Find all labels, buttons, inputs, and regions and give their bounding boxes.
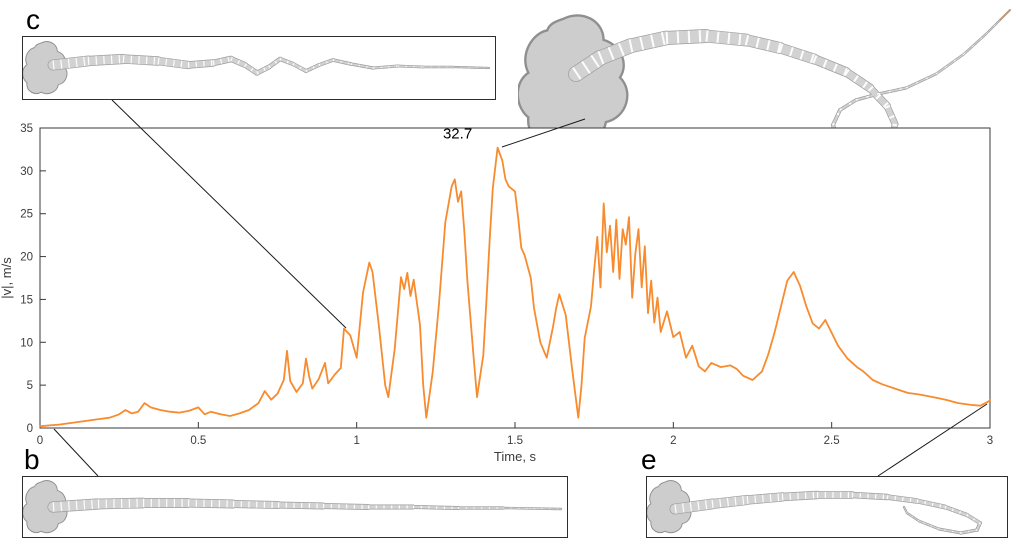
y-tick-label: 30 xyxy=(20,166,33,178)
tail-segment xyxy=(243,63,259,75)
tail-segment xyxy=(838,98,858,112)
tail-segment xyxy=(228,56,248,68)
vertebra-joints xyxy=(665,29,707,45)
tail-segment xyxy=(119,55,162,65)
tail-segment xyxy=(743,493,786,504)
y-axis-label: |v|, m/s xyxy=(0,257,14,299)
x-tick-label: 0.5 xyxy=(190,435,206,447)
vertebra-joints xyxy=(960,529,978,534)
tail-segment xyxy=(831,108,842,127)
tail-segment xyxy=(935,53,965,75)
tail-segment xyxy=(267,57,282,69)
y-tick-label: 35 xyxy=(20,123,33,135)
panel-label-c: c xyxy=(26,4,40,35)
tail-segment xyxy=(965,513,982,525)
x-tick-label: 2 xyxy=(670,435,676,447)
tail-segment xyxy=(93,498,148,509)
x-axis-label: Time, s xyxy=(494,449,537,464)
tail-segment xyxy=(452,66,490,69)
tail-segment xyxy=(943,505,969,517)
tail-segment xyxy=(275,502,326,509)
tail-segment xyxy=(350,63,374,69)
y-tick-label: 20 xyxy=(20,252,33,264)
y-tick-label: 5 xyxy=(27,380,33,392)
tail-segment xyxy=(775,43,819,64)
tail-segment xyxy=(229,500,282,509)
tail-segment xyxy=(411,505,460,510)
tail-segment xyxy=(877,87,907,95)
tail-segment xyxy=(185,60,216,68)
whip-popper-tip xyxy=(999,9,1011,21)
vertebra-joints xyxy=(674,499,713,514)
tail-segment xyxy=(304,63,321,73)
tail-segment xyxy=(331,58,353,66)
vertebra-joints xyxy=(877,87,907,95)
y-tick-label: 25 xyxy=(20,209,33,221)
inset-e xyxy=(646,476,1008,538)
tail-segment xyxy=(184,499,237,508)
vertebra-joints xyxy=(903,506,908,514)
tail-segment xyxy=(210,56,234,66)
panel-label-e: e xyxy=(641,444,657,475)
vertebra-joints xyxy=(916,499,946,509)
tail-segment xyxy=(975,521,982,532)
tail-segment xyxy=(397,65,424,68)
x-tick-label: 0 xyxy=(37,435,43,447)
tail-segment xyxy=(48,56,93,70)
velocity-series-line xyxy=(39,146,991,428)
tail-segment xyxy=(255,65,271,75)
y-tick-label: 10 xyxy=(20,337,33,349)
x-tick-label: 3 xyxy=(987,435,993,447)
vertebra-joints xyxy=(705,30,747,46)
vertebra-joints xyxy=(867,85,890,109)
whip-render-b xyxy=(23,480,563,534)
tail-segment xyxy=(291,62,308,73)
tail-segment xyxy=(809,54,851,77)
inset-b xyxy=(22,476,568,538)
tail-segment xyxy=(884,494,920,504)
pelvis-bone xyxy=(23,480,68,534)
tail-segment xyxy=(502,507,562,510)
y-tick-label: 0 xyxy=(27,423,33,435)
tail-segment xyxy=(842,68,874,92)
pelvis-bone xyxy=(647,480,692,534)
tail-segment xyxy=(906,512,920,522)
x-tick-label: 2.5 xyxy=(824,435,840,447)
tail-segment xyxy=(372,65,399,69)
tail-segment xyxy=(918,520,940,530)
whip-render-e xyxy=(647,480,982,535)
tail-segment xyxy=(278,57,295,66)
pelvis-bone xyxy=(23,41,68,95)
tail-segment xyxy=(320,503,371,510)
panel-label-b: b xyxy=(24,444,40,475)
peak-annotation: 32.7 xyxy=(443,126,472,143)
tail-segment xyxy=(740,34,786,54)
tail-segment xyxy=(707,495,752,509)
tail-segment xyxy=(48,499,103,512)
tail-segment xyxy=(985,19,1001,35)
x-tick-label: 1.5 xyxy=(507,435,523,447)
y-tick-label: 15 xyxy=(20,294,33,306)
x-tick-label: 1 xyxy=(353,435,359,447)
tail-segment xyxy=(938,528,962,534)
tail-segment xyxy=(905,73,937,89)
tail-segment xyxy=(884,103,898,127)
tail-segment xyxy=(849,492,890,500)
tail-segment xyxy=(778,491,821,501)
tail-segment xyxy=(83,54,128,66)
tail-segment xyxy=(317,58,335,67)
vertebra-joints xyxy=(855,93,879,101)
whip-render-c xyxy=(23,41,491,95)
plot-box xyxy=(39,127,991,429)
tail-segment xyxy=(963,33,987,55)
tail-segment xyxy=(154,57,192,69)
inset-c xyxy=(22,36,496,100)
